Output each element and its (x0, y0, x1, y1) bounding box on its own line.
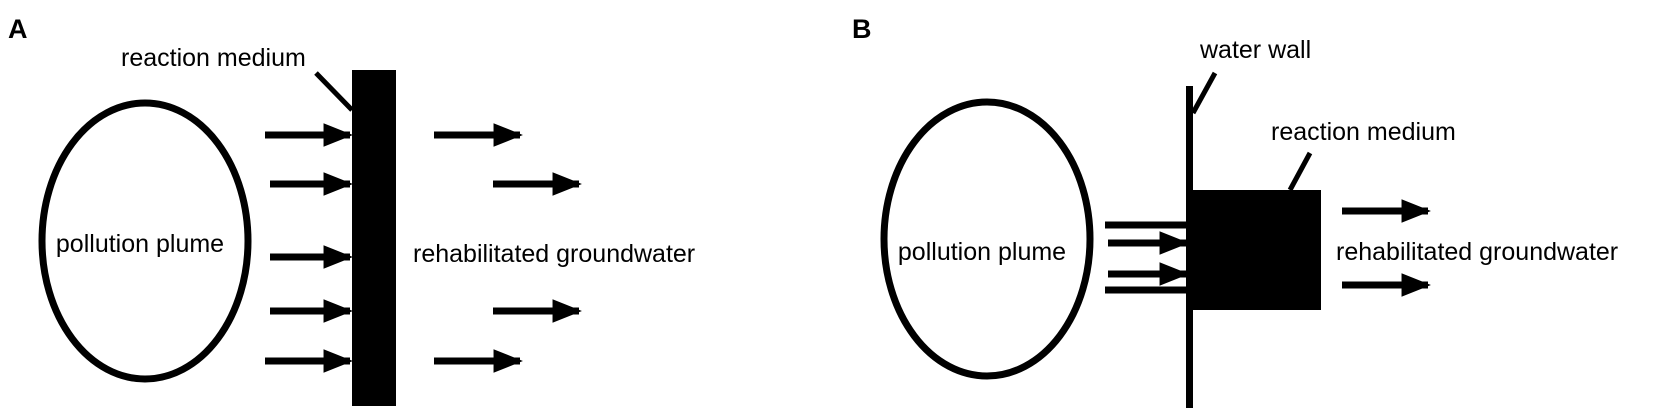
pollution-plume-label-a: pollution plume (56, 230, 224, 258)
reaction-medium-label-a: reaction medium (121, 44, 306, 72)
water-wall (1186, 86, 1193, 408)
water-wall-leader (1190, 71, 1218, 115)
reaction-medium-block-b (1193, 190, 1321, 310)
pollution-plume-label-b: pollution plume (898, 238, 1066, 266)
pollution-plume-ellipse-a (38, 99, 252, 383)
outgoing-flow-arrows-b (1342, 199, 1431, 297)
outgoing-flow-arrows-a (434, 123, 582, 373)
pollution-plume-ellipse-b (880, 98, 1094, 380)
incoming-pipes-b (1105, 221, 1189, 294)
reaction-medium-leader-a (314, 71, 354, 112)
incoming-flow-arrows-a (265, 123, 353, 373)
reaction-medium-leader-b (1287, 151, 1313, 192)
rehabilitated-groundwater-label-a: rehabilitated groundwater (413, 240, 695, 268)
rehabilitated-groundwater-label-b: rehabilitated groundwater (1336, 238, 1618, 266)
reaction-medium-barrier-a (352, 70, 396, 406)
panel-b-letter: B (852, 14, 872, 44)
panel-b: B pollution plume water wall reaction me… (852, 14, 1618, 408)
reaction-medium-label-b: reaction medium (1271, 118, 1456, 146)
panel-a-letter: A (8, 14, 28, 44)
water-wall-label: water wall (1199, 36, 1311, 64)
panel-a: A pollution plume reaction medium rehabi… (8, 14, 695, 406)
